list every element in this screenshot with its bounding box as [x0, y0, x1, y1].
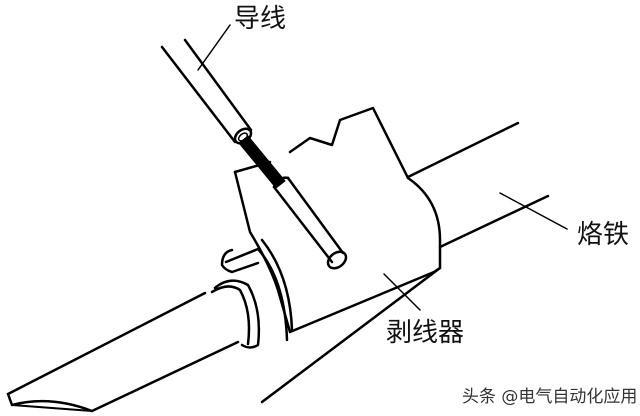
wire-illustration: [160, 38, 348, 270]
soldering-iron-illustration: [6, 121, 550, 413]
watermark-text: 头条 @电气自动化应用: [462, 387, 638, 407]
wire-stripper-label: 剥线器: [386, 318, 465, 348]
wire-label: 导线: [234, 4, 287, 34]
soldering-iron-label: 烙铁: [577, 220, 630, 250]
wire-leader-line: [197, 24, 231, 71]
soldering-iron-leader-line: [499, 192, 568, 230]
wire-stripper-leader-line: [383, 273, 421, 311]
wire-stripper-illustration: [233, 106, 442, 334]
